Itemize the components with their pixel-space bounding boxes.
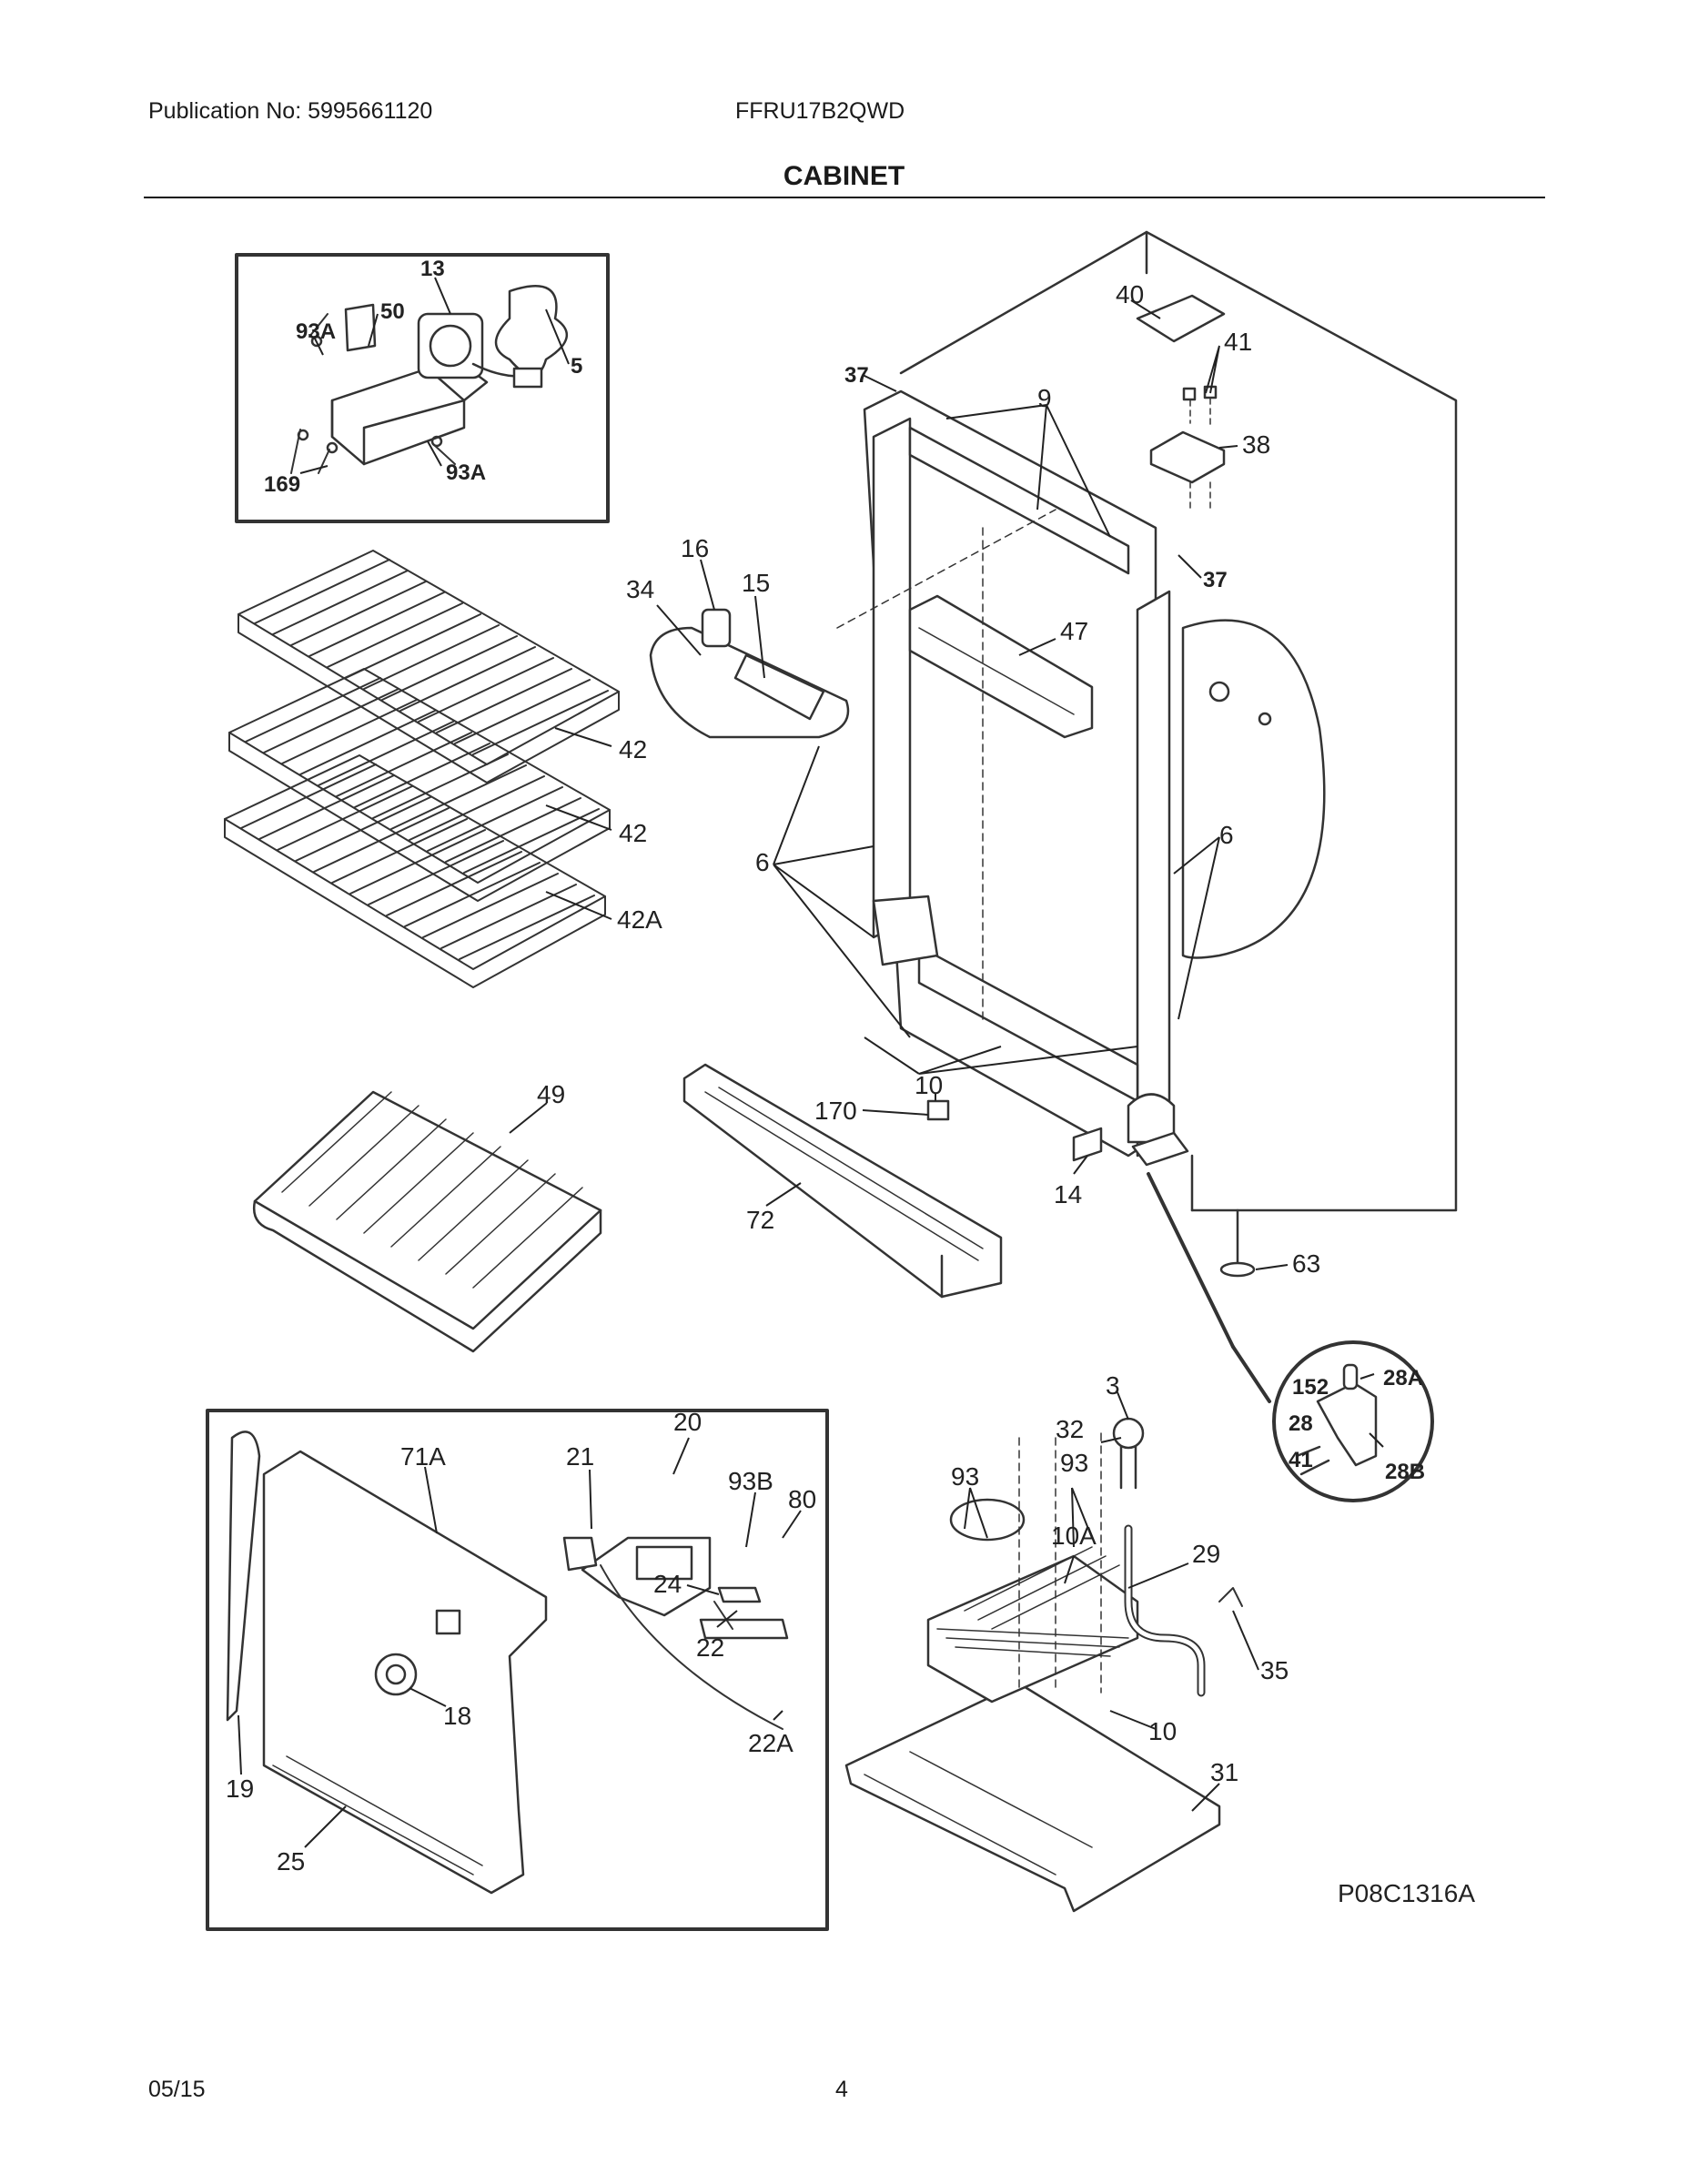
callout-13: 13 <box>420 257 445 281</box>
callout-42: 42 <box>619 819 647 847</box>
callout-16: 16 <box>681 534 709 562</box>
callout-10: 10 <box>915 1071 943 1099</box>
callout-10a: 10A <box>1051 1522 1097 1550</box>
callout-41: 41 <box>1224 328 1252 356</box>
callout-29: 29 <box>1192 1540 1220 1568</box>
page-number: 4 <box>835 2077 848 2102</box>
callout-6: 6 <box>755 848 770 876</box>
leader-lines <box>238 277 1384 1848</box>
callout-38: 38 <box>1242 430 1270 459</box>
callout-28: 28 <box>1289 1411 1313 1436</box>
diagram-code: P08C1316A <box>1338 1879 1475 1907</box>
callout-18: 18 <box>443 1702 471 1730</box>
callout-10: 10 <box>1148 1717 1177 1745</box>
callout-41: 41 <box>1289 1448 1313 1472</box>
callout-21: 21 <box>566 1442 594 1471</box>
callout-15: 15 <box>742 569 770 597</box>
callout-3: 3 <box>1106 1371 1120 1400</box>
model-number: FFRU17B2QWD <box>735 98 905 124</box>
section-title: CABINET <box>783 161 905 191</box>
light-assembly <box>649 608 850 739</box>
callout-28b: 28B <box>1385 1460 1425 1484</box>
callout-80: 80 <box>788 1485 816 1513</box>
evaporator-drain-pan <box>844 1417 1243 1913</box>
header-rule <box>144 197 1545 198</box>
back-panel-inset <box>206 1409 829 1931</box>
callout-9: 9 <box>1037 384 1052 412</box>
callout-22a: 22A <box>748 1729 793 1757</box>
callout-14: 14 <box>1054 1180 1082 1208</box>
callout-32: 32 <box>1056 1415 1084 1443</box>
callout-47: 47 <box>1060 617 1088 645</box>
kickplate-grille <box>682 1063 1003 1299</box>
publication-number: Publication No: 5995661120 <box>148 98 433 124</box>
callout-37: 37 <box>844 363 869 388</box>
callout-labels: 13 50 93A 5 169 93A 37 40 41 9 38 37 16 … <box>226 257 1475 1907</box>
callout-50: 50 <box>380 299 405 324</box>
callout-5: 5 <box>571 354 582 379</box>
callout-93: 93 <box>951 1462 979 1491</box>
fan-motor-inset <box>235 253 610 523</box>
callout-169: 169 <box>264 472 300 497</box>
callout-35: 35 <box>1260 1656 1289 1684</box>
callout-93: 93 <box>1060 1449 1088 1477</box>
publication-date: 05/15 <box>148 2077 206 2102</box>
callout-31: 31 <box>1210 1758 1238 1786</box>
callout-93b: 93B <box>728 1467 773 1495</box>
callout-6: 6 <box>1219 821 1234 849</box>
callout-19: 19 <box>226 1774 254 1803</box>
callout-22: 22 <box>696 1633 724 1662</box>
callout-28a: 28A <box>1383 1366 1423 1390</box>
hinge-detail <box>1272 1340 1434 1502</box>
callout-20: 20 <box>673 1408 702 1436</box>
callout-93a: 93A <box>296 319 336 344</box>
wire-shelves <box>224 550 620 988</box>
callout-42a: 42A <box>617 905 662 934</box>
cabinet-body <box>836 230 1458 1212</box>
callout-63: 63 <box>1292 1249 1320 1278</box>
callout-93a: 93A <box>446 460 486 485</box>
callout-25: 25 <box>277 1847 305 1876</box>
small-parts <box>926 1099 1271 1403</box>
callout-40: 40 <box>1116 280 1144 308</box>
callout-42: 42 <box>619 735 647 763</box>
callout-152: 152 <box>1292 1375 1329 1400</box>
callout-37: 37 <box>1203 568 1228 592</box>
callout-72: 72 <box>746 1206 774 1234</box>
callout-170: 170 <box>814 1097 857 1125</box>
callout-24: 24 <box>653 1570 682 1598</box>
callout-71a: 71A <box>400 1442 446 1471</box>
callout-49: 49 <box>537 1080 565 1108</box>
evaporator-cover <box>252 1090 602 1353</box>
callout-34: 34 <box>626 575 654 603</box>
